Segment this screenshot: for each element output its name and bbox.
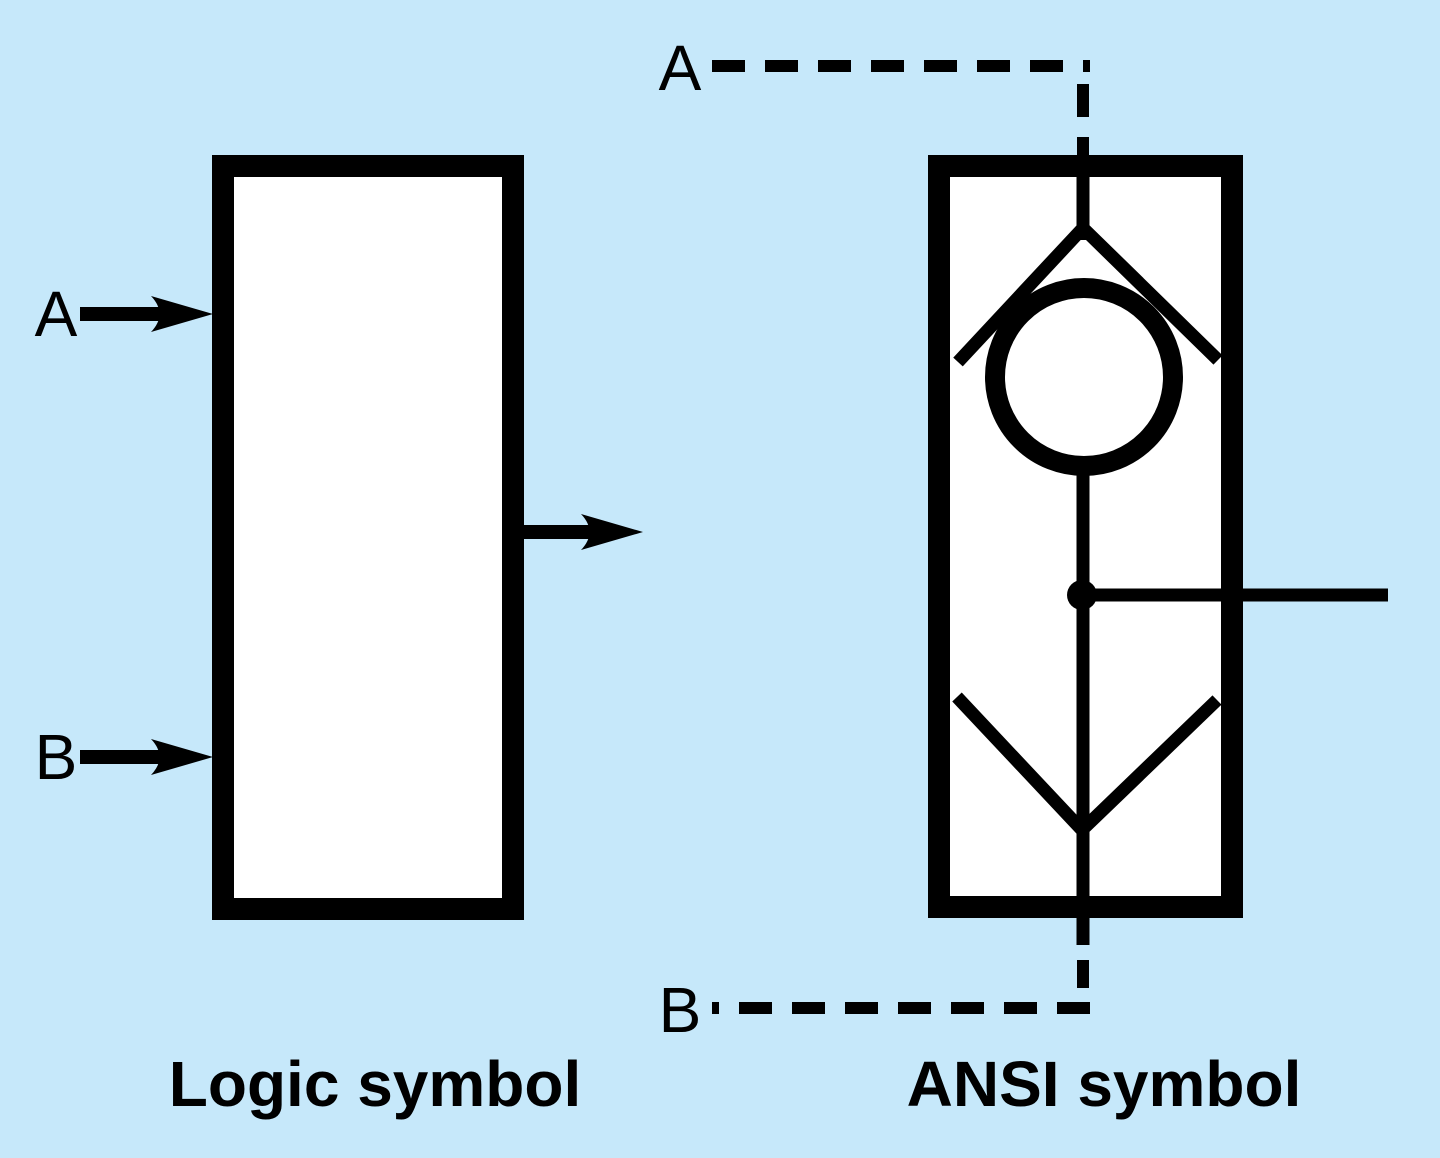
logic-symbol-diagram: A B Logic symbol: [35, 155, 643, 1120]
logic-input-a-arrowhead-icon: [151, 296, 213, 332]
ansi-input-b-label: B: [659, 974, 702, 1046]
ansi-symbol-caption: ANSI symbol: [907, 1048, 1302, 1120]
logic-input-a-label: A: [35, 278, 78, 350]
logic-symbol-box: [212, 155, 524, 920]
logic-input-b-label: B: [35, 721, 78, 793]
logic-output-arrowhead-icon: [581, 514, 643, 550]
ansi-input-a-label: A: [659, 32, 702, 104]
logic-input-b-arrowhead-icon: [151, 739, 213, 775]
logic-symbol-caption: Logic symbol: [169, 1048, 582, 1120]
shuttle-ball-circle: [985, 278, 1183, 476]
upper-valve-seat-chevron: [953, 218, 1223, 367]
lower-valve-seat-chevron: [952, 692, 1222, 840]
ansi-symbol-diagram: A B ANSI symbol: [659, 32, 1388, 1120]
